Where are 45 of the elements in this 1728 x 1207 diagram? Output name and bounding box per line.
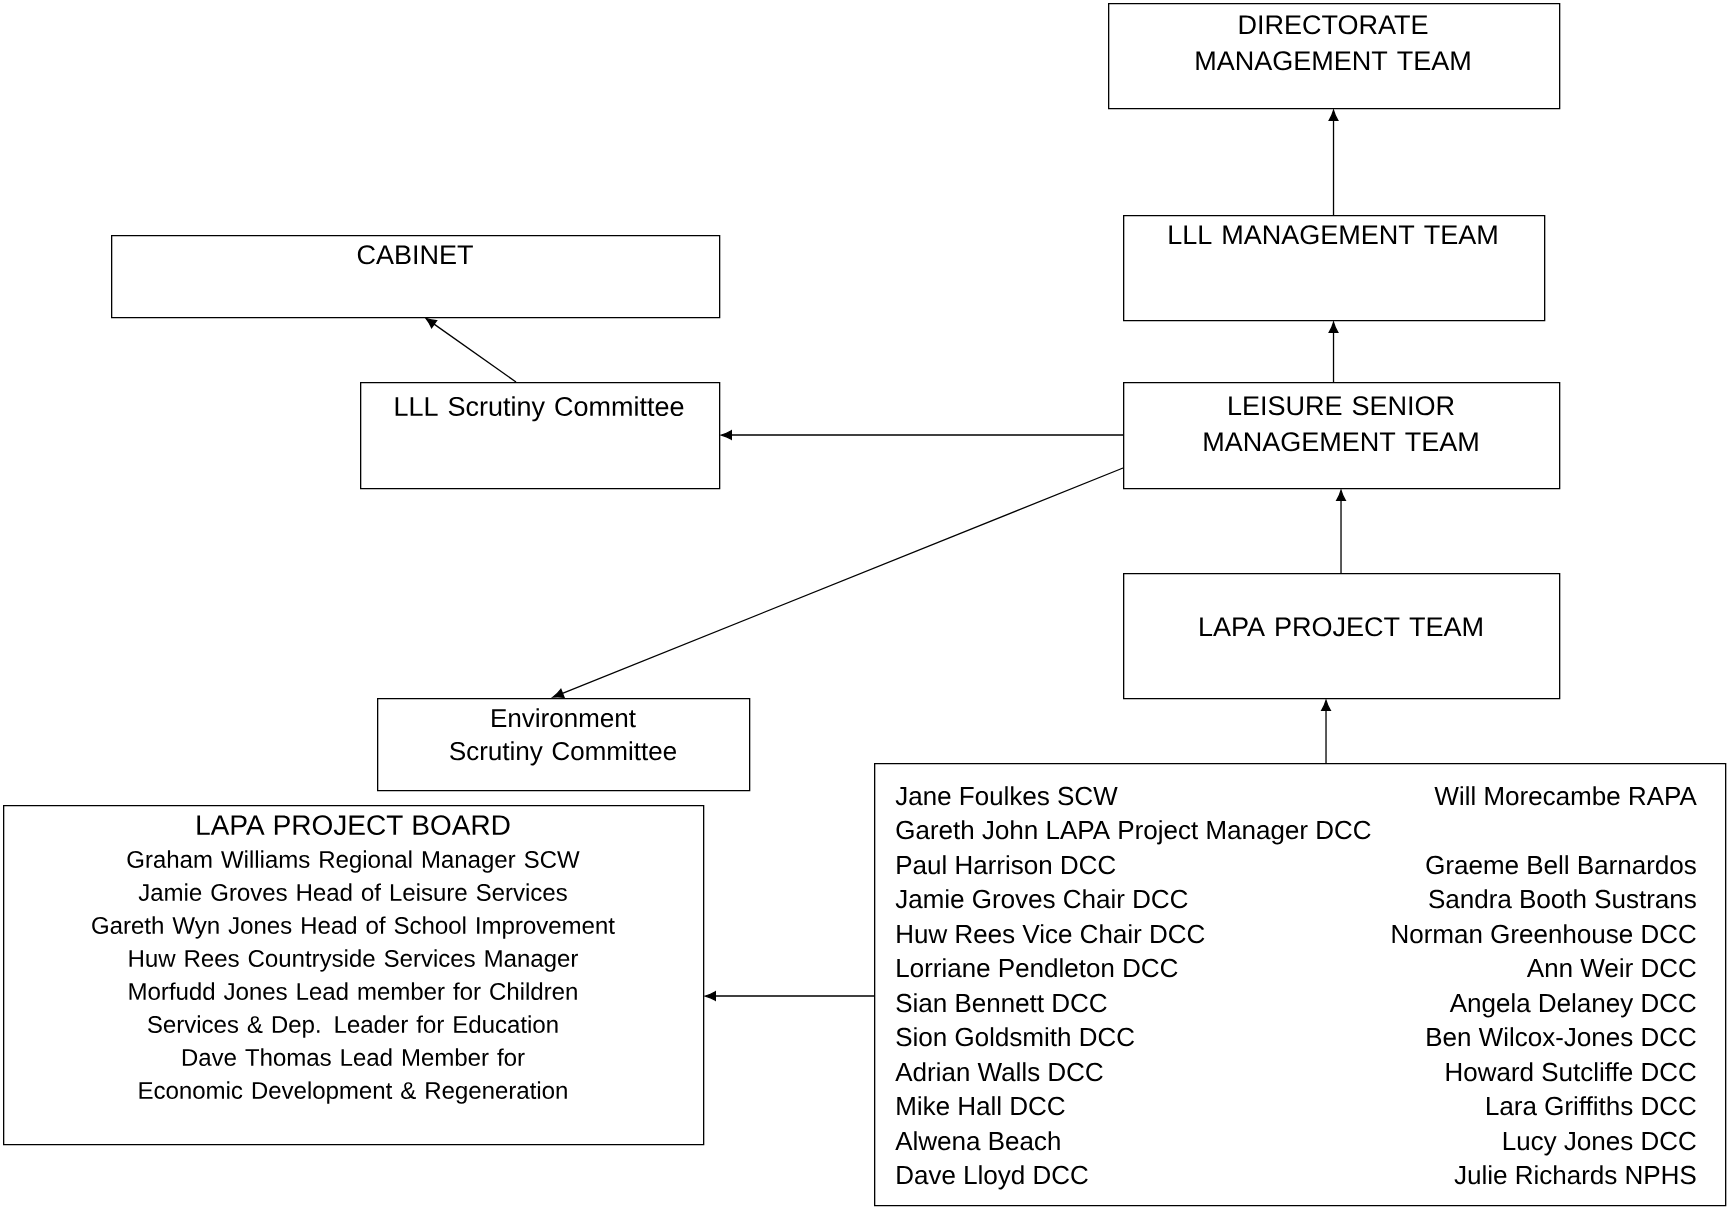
member-name: Adrian Walls DCC — [895, 1062, 1103, 1082]
arrow — [1336, 489, 1346, 574]
box: CABINET — [111, 235, 721, 319]
member-name: Dave Lloyd DCC — [897, 1165, 1088, 1190]
box: LEISURE SENIOR MANAGEMENT TEAM — [1123, 382, 1561, 490]
box: LLL Scrutiny Committee — [360, 382, 721, 490]
member-name: Jane Foulkes SCW — [895, 786, 1118, 806]
arrow — [1328, 321, 1339, 383]
member-name: Ann Weir DCC — [1526, 958, 1696, 978]
arrow — [1321, 699, 1331, 764]
member-name: Alwena Beach — [895, 1131, 1060, 1151]
member-name: Huw Rees Vice Chair DCC — [897, 924, 1205, 944]
box: DIRECTORATE MANAGEMENT TEAM — [1108, 3, 1561, 110]
arrow — [1328, 109, 1339, 216]
member-name: Norman Greenhouse DCC — [1392, 924, 1696, 944]
box: LLL MANAGEMENT TEAM — [1123, 215, 1546, 322]
member-name: Gareth John LAPA Project Manager DCC — [896, 820, 1371, 845]
member-name: Gareth Wyn Jones Head of School Improvement — [92, 916, 615, 939]
member-name: Howard Sutcliffe DCC — [1446, 1062, 1696, 1082]
arrow — [720, 430, 1124, 440]
member-name: Jamie Groves Head of Leisure Services — [138, 883, 567, 901]
member-name: Jamie Groves Chair DCC — [895, 889, 1188, 909]
box: LAPA PROJECT TEAM — [1123, 573, 1561, 700]
arrow — [425, 317, 517, 383]
arrow — [552, 467, 1124, 699]
member-name: Mike Hall DCC — [897, 1096, 1065, 1116]
box: Environment Scrutiny Committee — [377, 698, 751, 792]
member-name: Graham Williams Regional Manager SCW — [127, 850, 580, 873]
member-name: Ben Wilcox-Jones DCC — [1427, 1027, 1696, 1047]
board-heading: LAPA PROJECT BOARD — [197, 815, 510, 836]
member-name: Sion Goldsmith DCC — [896, 1027, 1135, 1047]
member-name: Morfudd Jones Lead member for Children Services & Dep. Leader for Education — [129, 982, 577, 1038]
member-name: Will Morecambe RAPA — [1434, 786, 1697, 806]
member-name: Lara Griffiths DCC — [1487, 1096, 1696, 1116]
arrow — [704, 991, 875, 1001]
member-name: Paul Harrison DCC — [897, 855, 1116, 875]
member-name: Lorriane Pendleton DCC — [897, 958, 1178, 978]
member-name: Angela Delaney DCC — [1449, 993, 1696, 1018]
member-name: Sian Bennett DCC — [896, 993, 1107, 1013]
member-name: Lucy Jones DCC — [1503, 1131, 1696, 1156]
member-name: Julie Richards NPHS — [1454, 1165, 1696, 1185]
member-name: Huw Rees Countryside Services Manager — [129, 949, 578, 972]
member-name: Sandra Booth Sustrans — [1429, 889, 1696, 909]
member-name: Graeme Bell Barnardos — [1426, 855, 1696, 875]
member-name: Dave Thomas Lead Member for Economic Development & Regeneration — [139, 1048, 567, 1104]
